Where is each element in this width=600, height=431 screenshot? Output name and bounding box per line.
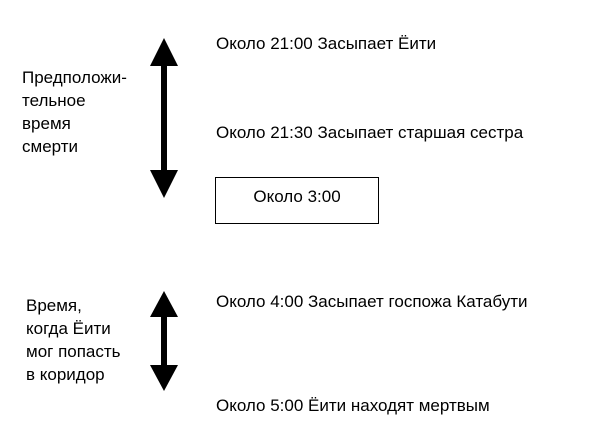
group-label-estimated-time-of-death: Предположи- тельное время смерти [22,68,127,156]
double-arrow-vertical-icon [150,38,178,198]
event-2130-older-sister-falls-asleep: Около 21:30 Засыпает старшая сестра [216,123,524,142]
group-label-corridor-access-time: Время, когда Ёити мог попасть в коридор [26,296,121,384]
double-arrow-vertical-icon [150,291,178,391]
event-0300-boxed: Около 3:00 [215,177,379,224]
event-0500-yoichi-found-dead: Около 5:00 Ёити находят мертвым [216,396,490,415]
event-2100-yoichi-falls-asleep: Около 21:00 Засыпает Ёити [216,34,437,53]
event-0400-madam-katabuti-falls-asleep: Около 4:00 Засыпает госпожа Катабути [216,292,528,311]
